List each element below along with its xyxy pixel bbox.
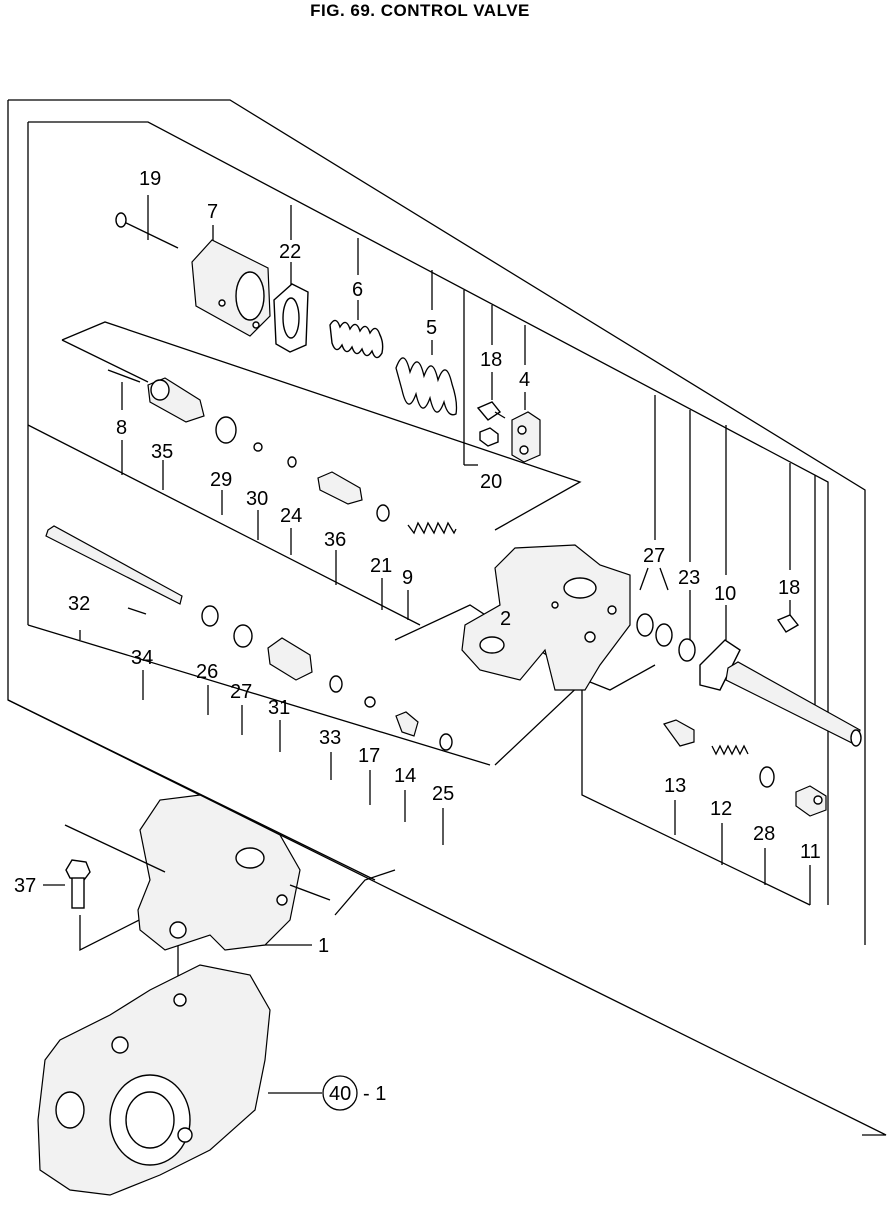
callout-14: 14 xyxy=(394,765,416,787)
part-5-spring xyxy=(395,357,458,416)
callout-8: 8 xyxy=(116,417,127,439)
callout-1: 1 xyxy=(318,935,329,957)
upper-subframe xyxy=(27,121,829,905)
part-33-seat xyxy=(329,675,343,693)
part-21-oring xyxy=(376,504,390,522)
callout-circle-40 xyxy=(322,1075,358,1111)
callout-35: 35 xyxy=(151,441,173,463)
callout-30: 30 xyxy=(246,488,268,510)
part-24-oring xyxy=(287,456,297,468)
callout-36: 36 xyxy=(324,529,346,551)
part-17-ball xyxy=(364,696,376,708)
part-22-gasket xyxy=(273,283,309,353)
part-spool-right xyxy=(725,661,862,747)
callout-33: 33 xyxy=(319,727,341,749)
callout-40-sub: - 1 xyxy=(363,1083,386,1105)
callout-31: 31 xyxy=(268,697,290,719)
part-14-poppet xyxy=(395,711,419,737)
callout-19: 19 xyxy=(139,168,161,190)
callout-2: 2 xyxy=(500,608,511,630)
part-7-cover xyxy=(191,239,271,337)
callout-5: 5 xyxy=(426,317,437,339)
callout-26: 26 xyxy=(196,661,218,683)
part-35-plug xyxy=(147,377,205,423)
callout-labels: 19 7 22 6 5 18 4 20 8 35 29 30 24 36 21 … xyxy=(14,168,821,1105)
callout-23: 23 xyxy=(678,567,700,589)
callout-18-lower: 18 xyxy=(778,577,800,599)
part-26-oring xyxy=(201,605,219,627)
part-29-oring xyxy=(215,416,237,444)
callout-25: 25 xyxy=(432,783,454,805)
callout-17: 17 xyxy=(358,745,380,767)
part-25-oring xyxy=(439,733,453,751)
callout-29: 29 xyxy=(210,469,232,491)
part-11-plug xyxy=(795,785,827,817)
figure-title: FIG. 69. CONTROL VALVE xyxy=(310,1,530,20)
leader-lines xyxy=(43,195,816,1094)
part-23-oring xyxy=(678,638,696,662)
part-18-bolt-upper xyxy=(476,401,506,421)
part-19-bolt xyxy=(115,212,179,249)
part-34-pin xyxy=(127,607,147,615)
callout-37: 37 xyxy=(14,875,36,897)
callout-21: 21 xyxy=(370,555,392,577)
part-28-oring xyxy=(759,766,775,788)
part-27-oring-left xyxy=(233,624,253,648)
part-12-spring xyxy=(711,744,749,756)
callout-7: 7 xyxy=(207,201,218,223)
callout-32: 32 xyxy=(68,593,90,615)
callout-18-upper: 18 xyxy=(480,349,502,371)
callout-9: 9 xyxy=(402,567,413,589)
part-4-bracket xyxy=(511,411,541,463)
callout-13: 13 xyxy=(664,775,686,797)
callout-4: 4 xyxy=(519,369,530,391)
callout-6: 6 xyxy=(352,279,363,301)
callout-40: 40 xyxy=(329,1083,351,1105)
part-9-spring xyxy=(407,521,457,535)
callout-24: 24 xyxy=(280,505,302,527)
callout-34: 34 xyxy=(131,647,153,669)
callout-28: 28 xyxy=(753,823,775,845)
callout-11: 11 xyxy=(800,841,821,863)
part-20-nut xyxy=(479,427,499,447)
callout-12: 12 xyxy=(710,798,732,820)
part-6-spring xyxy=(329,319,384,359)
part-40-pump-body xyxy=(37,964,271,1196)
outer-frame xyxy=(7,99,887,1136)
part-30-ball xyxy=(253,442,263,452)
callout-10: 10 xyxy=(714,583,736,605)
callout-20: 20 xyxy=(480,471,502,493)
part-18-bolt-lower xyxy=(776,614,800,633)
part-1-valve-assembly xyxy=(64,794,331,951)
callout-22: 22 xyxy=(279,241,301,263)
part-8-pin xyxy=(107,369,141,383)
callout-27-lower: 27 xyxy=(230,681,252,703)
part-31-plug xyxy=(267,637,313,681)
part-36-poppet xyxy=(317,471,363,505)
callout-27-upper: 27 xyxy=(643,545,665,567)
part-32-spool xyxy=(45,525,183,605)
part-2-valve-body xyxy=(461,544,631,691)
part-37-bolt xyxy=(65,859,91,909)
part-27-orings-right xyxy=(636,613,673,647)
part-13-poppet xyxy=(663,719,695,747)
